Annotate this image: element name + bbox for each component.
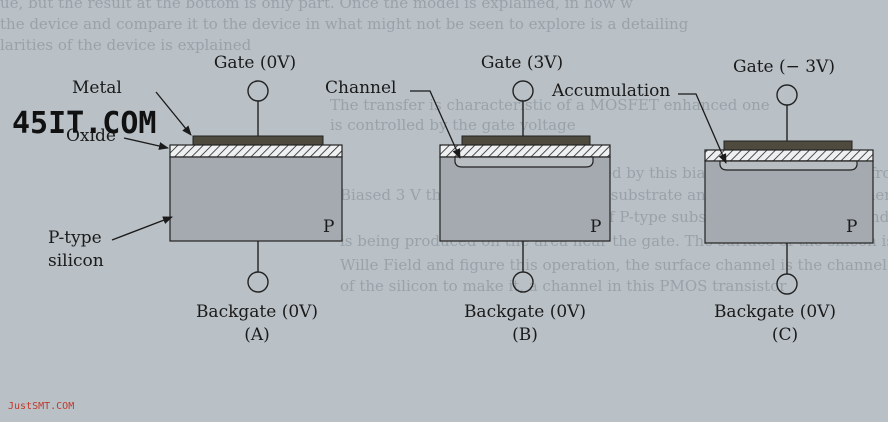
oxide-label: Oxide	[66, 126, 116, 146]
metal-gate-c	[723, 140, 853, 151]
p-label-c: P	[846, 217, 857, 237]
gate-label-a: Gate (0V)	[214, 53, 296, 73]
p-type-silicon-a	[169, 156, 343, 242]
p-type-silicon-b	[439, 156, 611, 242]
panel-a: Gate (0V) P Backgate (0V) (A) Metal Oxid…	[48, 53, 343, 345]
background-text-line: The transfer is characteristic of a MOSF…	[330, 96, 770, 114]
metal-gate-b	[461, 135, 591, 146]
metal-label: Metal	[72, 78, 122, 98]
oxide-arrow	[123, 137, 169, 150]
gate-label-b: Gate (3V)	[481, 53, 563, 73]
accumulation-layer	[719, 160, 858, 171]
p-type-label-line1: P-type	[48, 228, 102, 248]
p-label-b: P	[590, 217, 601, 237]
watermark-bottom: JustSMT.COM	[8, 401, 74, 412]
background-text-line: of the silicon to make it, a channel in …	[340, 277, 787, 295]
oxide-layer-a	[169, 144, 343, 158]
watermark-main: 45IT.COM	[12, 106, 157, 141]
p-type-arrow	[111, 216, 173, 241]
gate-terminal-a	[247, 80, 269, 102]
panel-label-b: (B)	[512, 325, 538, 345]
channel-label: Channel	[325, 78, 397, 98]
panel-b: Gate (3V) P Backgate (0V) (B) Channel	[325, 53, 611, 345]
backgate-label-a: Backgate (0V)	[196, 302, 318, 322]
oxide-layer-b	[439, 144, 611, 158]
metal-gate-a	[192, 135, 324, 146]
panel-c: Gate (− 3V) P Backgate (0V) (C) Accumula…	[551, 57, 874, 345]
panel-label-a: (A)	[244, 325, 270, 345]
oxide-layer-c	[704, 149, 874, 162]
panel-label-c: (C)	[772, 325, 798, 345]
p-label-a: P	[323, 217, 334, 237]
gate-terminal-c	[776, 84, 798, 106]
channel-arrow	[410, 90, 461, 159]
p-type-silicon-c	[704, 160, 874, 244]
background-text-line: Wille Field and figure this operation, t…	[340, 256, 888, 274]
backgate-terminal-a	[247, 271, 269, 293]
backgate-label-b: Backgate (0V)	[464, 302, 586, 322]
background-text-line: is controlled by the gate voltage	[330, 116, 576, 134]
background-text-line: the device and compare it to the device …	[0, 15, 689, 33]
background-text-line: larities of the device is explained	[0, 36, 252, 54]
metal-arrow	[155, 91, 192, 136]
inversion-channel	[454, 156, 594, 168]
backgate-terminal-c	[776, 273, 798, 295]
gate-label-c: Gate (− 3V)	[733, 57, 835, 77]
background-text-line: ue, but the result at the bottom is only…	[0, 0, 633, 12]
accumulation-label: Accumulation	[551, 81, 670, 101]
backgate-label-c: Backgate (0V)	[714, 302, 836, 322]
accumulation-arrow	[678, 93, 727, 164]
backgate-terminal-b	[512, 271, 534, 293]
p-type-label-line2: silicon	[48, 251, 104, 271]
